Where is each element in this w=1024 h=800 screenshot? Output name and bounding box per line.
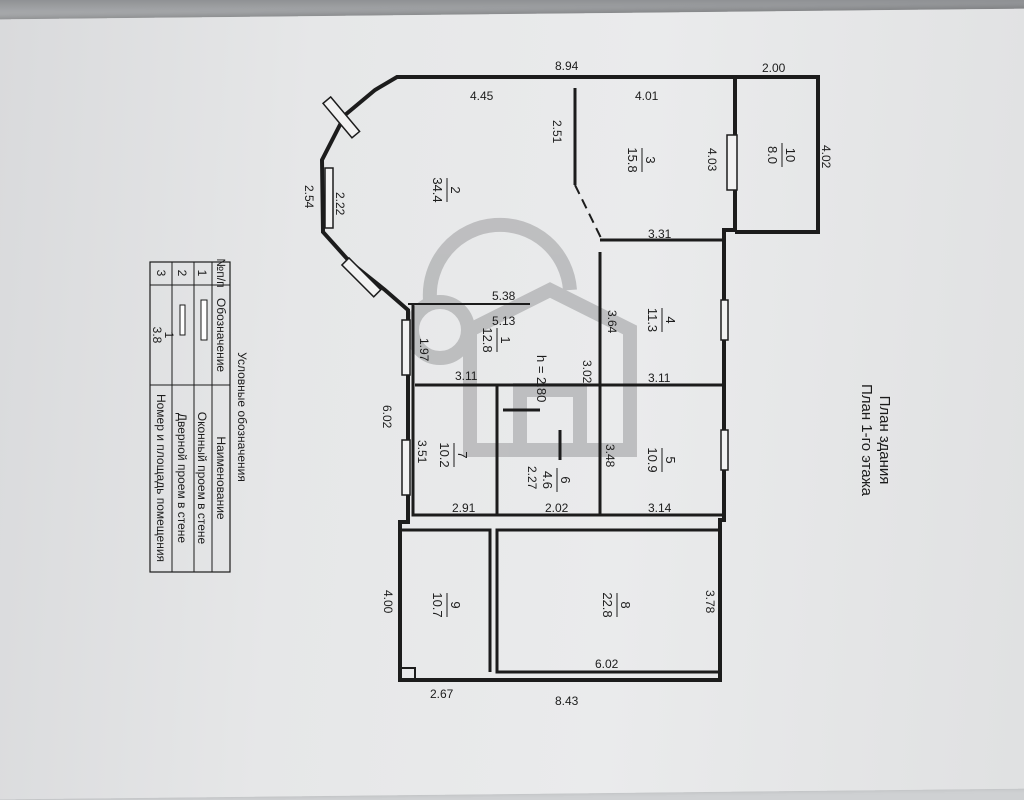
room-7: 7 10.2 [437, 442, 470, 467]
dim-5-38: 5.38 [492, 289, 516, 303]
legend-row-1-name: Оконный проем в стене [195, 412, 209, 545]
ceiling-height: h = 2.80 [534, 355, 549, 402]
legend-row-3-num: 3 [154, 270, 168, 277]
legend-row-2-name: Дверной проем в стене [175, 413, 189, 544]
floor-plan-drawing: 8.94 2.00 4.45 4.01 4.02 2.51 4.03 2.54 … [149, 59, 893, 708]
legend-header-num: №п/п [214, 258, 228, 287]
room-3: 3 15.8 [625, 147, 658, 172]
dim-8-94: 8.94 [555, 59, 579, 73]
dim-6-02-bottom: 6.02 [595, 657, 619, 671]
svg-text:8.0: 8.0 [765, 146, 780, 164]
dim-3-02: 3.02 [580, 360, 594, 384]
dim-4-00: 4.00 [381, 590, 395, 614]
dim-2-02: 2.02 [545, 501, 569, 515]
svg-text:5: 5 [663, 456, 678, 463]
dim-2-51: 2.51 [550, 120, 564, 144]
dim-6-02-left: 6.02 [380, 405, 394, 429]
dim-3-31: 3.31 [648, 227, 672, 241]
dim-3-51: 3.51 [415, 440, 429, 464]
dim-3-14: 3.14 [648, 501, 672, 515]
dim-5-13: 5.13 [492, 314, 516, 328]
room-8: 8 22.8 [600, 592, 633, 617]
legend-title: Условные обозначения [235, 352, 249, 482]
room-1: 1 12.8 [480, 327, 513, 352]
dim-3-11-left: 3.11 [455, 369, 478, 383]
plan-title: План здания [876, 396, 893, 485]
svg-text:4: 4 [663, 316, 678, 323]
dim-3-11-right: 3.11 [648, 371, 671, 385]
svg-text:34.4: 34.4 [430, 177, 445, 202]
dim-2-54: 2.54 [302, 185, 316, 209]
dim-2-67: 2.67 [430, 687, 454, 701]
svg-text:10: 10 [783, 148, 798, 162]
legend-row-2-num: 2 [175, 270, 189, 277]
room-10: 10 8.0 [765, 143, 798, 167]
dim-4-03: 4.03 [705, 148, 719, 172]
dim-2-91: 2.91 [452, 501, 476, 515]
dim-2-00: 2.00 [762, 61, 786, 75]
room-9: 9 10.7 [430, 592, 463, 617]
legend-header-name: Наименование [214, 436, 228, 520]
room-2: 2 34.4 [430, 177, 463, 202]
svg-text:12.8: 12.8 [480, 327, 495, 352]
svg-text:11.3: 11.3 [645, 308, 660, 332]
dim-8-43: 8.43 [555, 694, 579, 708]
svg-text:3: 3 [643, 156, 658, 163]
legend-row-3-symbol-bottom: 3.8 [150, 327, 164, 344]
dim-4-01: 4.01 [635, 89, 659, 103]
plan-title-block: План здания План 1-го этажа [858, 384, 893, 497]
dim-1-97: 1.97 [417, 338, 431, 362]
legend-header-symbol: Обозначение [214, 298, 228, 373]
room-5: 5 10.9 [645, 447, 678, 472]
dim-2-22: 2.22 [333, 192, 347, 216]
svg-text:6: 6 [558, 476, 573, 483]
dim-4-45: 4.45 [470, 89, 494, 103]
room-6: 6 4.6 [540, 468, 573, 492]
legend-row-3-name: Номер и площадь помещения [154, 394, 168, 562]
plan-subtitle: План 1-го этажа [858, 384, 875, 497]
svg-text:22.8: 22.8 [600, 592, 615, 617]
legend-table: Условные обозначения №п/п Обозначение На… [149, 258, 249, 573]
room-4: 4 11.3 [645, 308, 678, 332]
dim-3-48: 3.48 [603, 444, 617, 468]
svg-text:9: 9 [448, 601, 463, 608]
watermark-logo [405, 217, 637, 457]
dim-3-64: 3.64 [605, 310, 619, 334]
windows [321, 95, 738, 496]
svg-text:10.7: 10.7 [430, 592, 445, 617]
walls [319, 75, 820, 682]
legend-row-1-num: 1 [195, 270, 209, 277]
svg-text:8: 8 [618, 601, 633, 608]
svg-text:2: 2 [448, 186, 463, 193]
dimension-labels: 8.94 2.00 4.45 4.01 4.02 2.51 4.03 2.54 … [302, 59, 833, 708]
room-labels: 1 12.8 2 34.4 3 15.8 4 11.3 5 10.9 6 4.6 [430, 143, 798, 618]
dim-4-02: 4.02 [819, 145, 833, 169]
svg-text:7: 7 [455, 451, 470, 458]
svg-text:15.8: 15.8 [625, 147, 640, 172]
dim-2-27: 2.27 [525, 466, 539, 490]
svg-text:1: 1 [498, 336, 513, 343]
svg-text:10.9: 10.9 [645, 447, 660, 472]
svg-text:4.6: 4.6 [540, 471, 555, 489]
svg-text:10.2: 10.2 [437, 442, 452, 467]
legend-row-3-symbol-top: 1 [162, 332, 176, 339]
dim-3-78: 3.78 [703, 590, 717, 614]
